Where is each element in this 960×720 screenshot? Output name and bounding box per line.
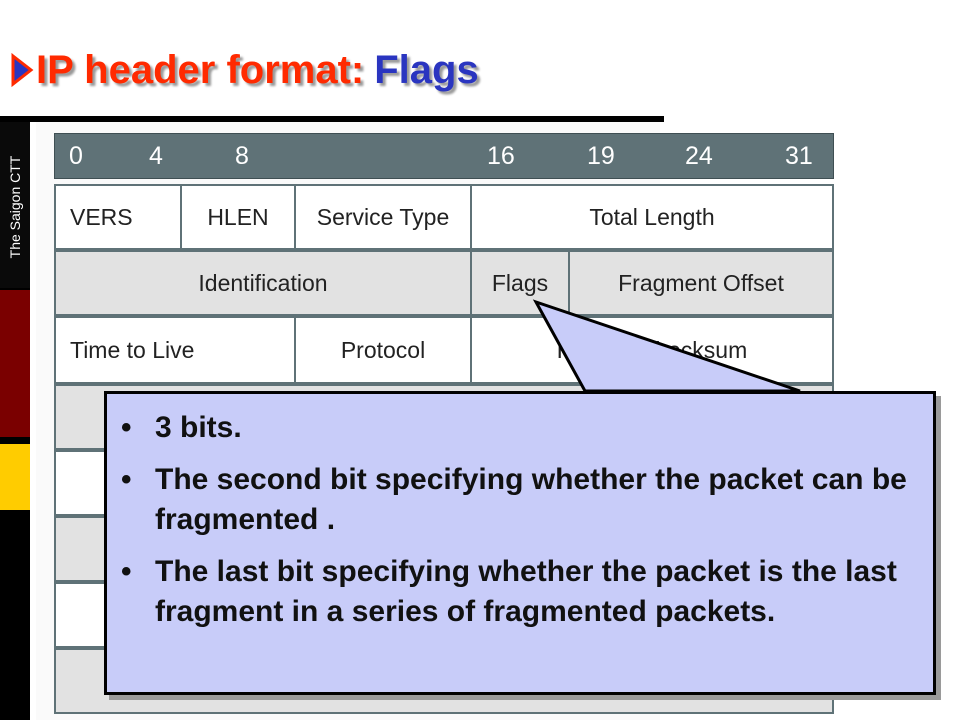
callout-item: • The last bit specifying whether the pa… <box>117 552 917 632</box>
bullet-icon: • <box>121 463 132 496</box>
bit-label: 19 <box>587 142 615 170</box>
field-total-length: Total Length <box>589 203 715 230</box>
bit-label: 24 <box>685 142 713 170</box>
callout-item: • 3 bits. <box>117 408 917 448</box>
sidebar-red-block <box>0 290 30 437</box>
bit-label: 8 <box>235 142 249 170</box>
field-flags: Flags <box>472 252 570 314</box>
bit-label: 31 <box>785 142 813 170</box>
bit-label: 16 <box>487 142 515 170</box>
field-service-type: Service Type <box>296 186 472 248</box>
bit-position-bar: 0 4 8 16 19 24 31 <box>54 133 834 179</box>
top-rule <box>0 116 664 122</box>
bit-label: 0 <box>69 142 83 170</box>
header-row-1: VERS HLEN Service Type Total Length <box>54 184 834 250</box>
sidebar-gold-block <box>0 444 30 510</box>
field-protocol: Protocol <box>296 318 472 382</box>
title-main: IP header format: <box>36 47 365 92</box>
callout-text: The second bit specifying whether the pa… <box>155 463 907 536</box>
bit-label: 4 <box>149 142 163 170</box>
field-identification: Identification <box>56 252 472 314</box>
field-vers: VERS <box>56 186 182 248</box>
field-time-to-live: Time to Live <box>56 318 296 382</box>
field-hlen: HLEN <box>182 186 296 248</box>
callout-list: • 3 bits. • The second bit specifying wh… <box>117 408 917 644</box>
callout-text: The last bit specifying whether the pack… <box>155 555 897 628</box>
header-row-2: Identification Flags Fragment Offset <box>54 250 834 316</box>
bullet-icon: • <box>121 555 132 588</box>
arrow-bullet-icon <box>11 52 34 88</box>
sidebar-dark-block <box>0 122 30 288</box>
callout-text: 3 bits. <box>155 411 242 444</box>
field-fragment-offset: Fragment Offset <box>618 269 784 296</box>
callout-item: • The second bit specifying whether the … <box>117 460 917 540</box>
flags-callout: • 3 bits. • The second bit specifying wh… <box>104 391 936 695</box>
slide-title: IP header format: Flags <box>10 42 479 98</box>
title-highlight: Flags <box>374 47 479 92</box>
bullet-icon: • <box>121 411 132 444</box>
